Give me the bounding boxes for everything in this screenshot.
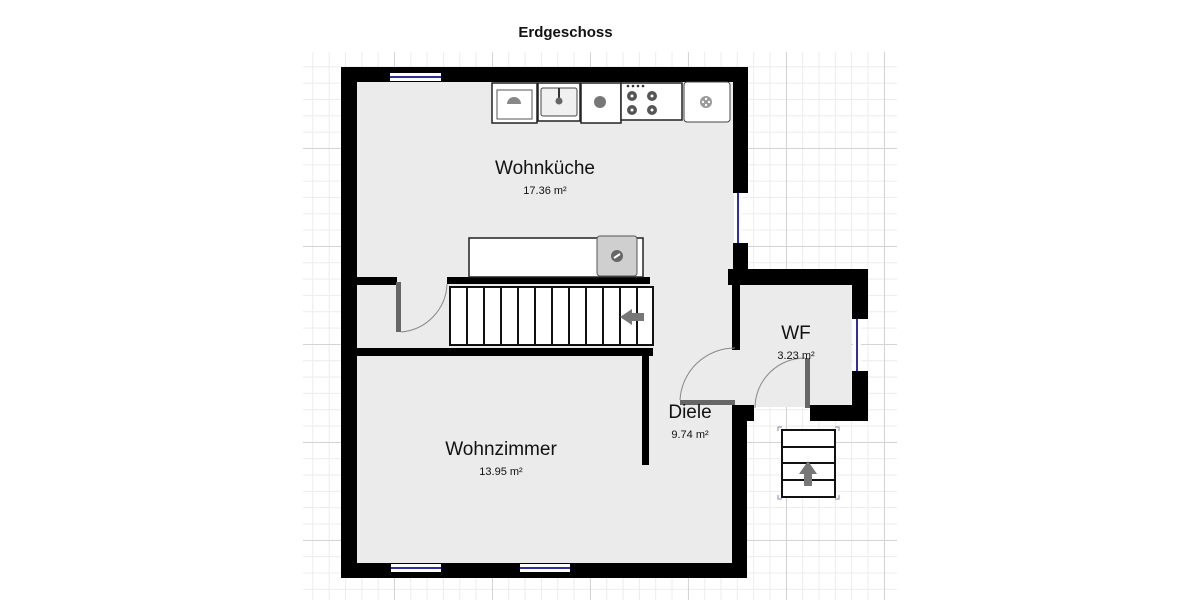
window-wf-right bbox=[853, 319, 861, 371]
room-area-wohnzimmer: 13.95 m² bbox=[479, 466, 523, 478]
window-bottom-left bbox=[391, 564, 441, 572]
room-label-diele: Diele bbox=[668, 402, 712, 423]
wall-diele-corner bbox=[732, 405, 754, 421]
floor-diele-connector bbox=[730, 350, 760, 405]
room-label-wohnkueche: Wohnküche bbox=[495, 158, 595, 179]
door-kitchen-stair[interactable] bbox=[396, 282, 448, 333]
wall-left-stub bbox=[357, 277, 397, 285]
wall-left bbox=[341, 67, 357, 578]
stair-arrow-left-icon bbox=[620, 309, 644, 325]
room-label-wohnzimmer: Wohnzimmer bbox=[445, 439, 557, 460]
wall-stair-top bbox=[447, 277, 650, 284]
wall-wf-bottom bbox=[810, 405, 868, 421]
stair-arrow-up-icon bbox=[799, 461, 817, 486]
room-area-wohnkueche: 17.36 m² bbox=[523, 185, 567, 197]
wall-top bbox=[341, 67, 748, 82]
room-area-wf: 3.23 m² bbox=[777, 350, 815, 362]
room-area-diele: 9.74 m² bbox=[671, 429, 709, 441]
wall-wf-right-upper bbox=[852, 269, 868, 319]
window-kitchen-right bbox=[734, 193, 742, 243]
floor-title: Erdgeschoss bbox=[518, 24, 613, 41]
wall-living-top bbox=[357, 348, 653, 356]
washing-machine-icon bbox=[491, 82, 538, 124]
island-sink-icon bbox=[596, 235, 638, 277]
wall-right-upper bbox=[733, 67, 748, 193]
window-top-left bbox=[390, 73, 441, 81]
sink-icon bbox=[537, 82, 581, 122]
room-label-wf: WF bbox=[781, 323, 811, 344]
wall-living-right bbox=[642, 348, 649, 465]
fridge-icon bbox=[683, 81, 731, 123]
door-diele[interactable] bbox=[679, 347, 736, 405]
wall-wf-top bbox=[728, 269, 868, 285]
stove-icon bbox=[620, 82, 683, 121]
window-bottom-right bbox=[520, 564, 570, 572]
wall-wf-left bbox=[732, 285, 740, 350]
door-wf[interactable] bbox=[754, 357, 810, 409]
wall-right-lower bbox=[732, 405, 747, 578]
